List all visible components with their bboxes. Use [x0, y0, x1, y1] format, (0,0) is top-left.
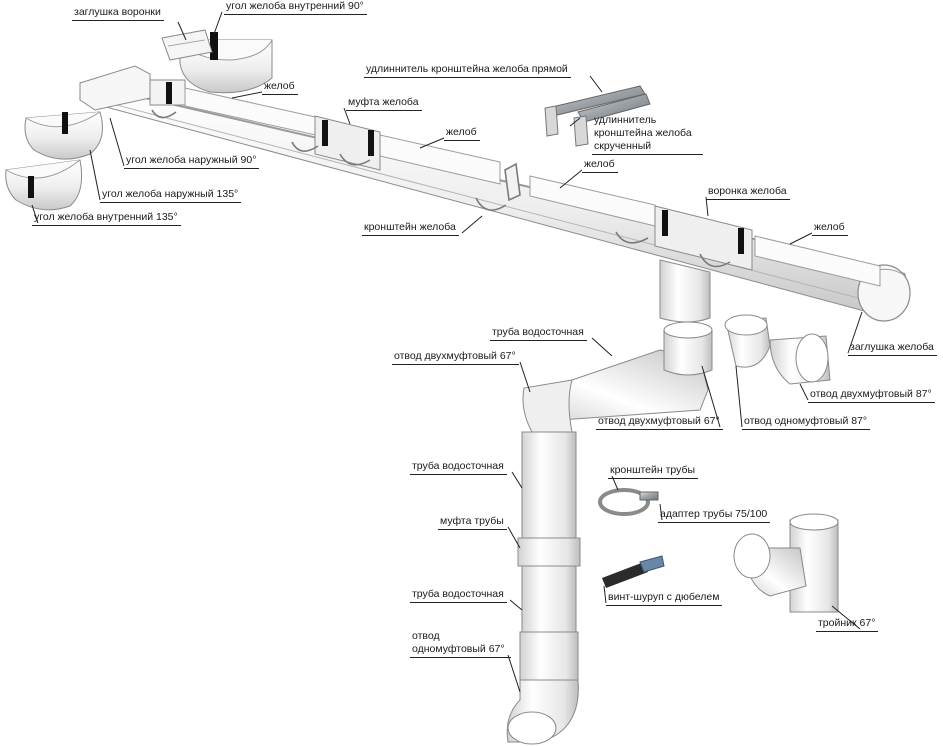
funnel-cap-shape — [161, 29, 213, 61]
bracket-extensions — [544, 85, 651, 147]
label-tee-67: тройник 67° — [816, 617, 879, 632]
gutter-brackets — [151, 109, 731, 268]
label-elbow-double-67-b: отвод двухмуфтовый 67° — [596, 415, 723, 430]
label-gutter-4: желоб — [812, 221, 848, 236]
label-pipe-bracket: кронштейн трубы — [608, 464, 699, 479]
label-pipe-adapter: адаптер трубы 75/100 — [658, 508, 771, 523]
label-inner-corner-90: угол желоба внутренний 90° — [224, 0, 367, 15]
label-gutter-funnel: воронка желоба — [706, 185, 790, 200]
label-elbow-single-87: отвод одномуфтовый 87° — [742, 415, 871, 430]
gutter-segments — [184, 87, 881, 287]
label-elbow-single-67: отвод одномуфтовый 67° — [410, 630, 511, 658]
label-inner-corner-135: угол желоба внутренний 135° — [32, 211, 181, 226]
label-downpipe-1: труба водосточная — [490, 326, 587, 341]
label-pipe-coupling: муфта трубы — [438, 515, 507, 530]
label-elbow-double-87: отвод двухмуфтовый 87° — [808, 388, 935, 403]
label-gutter-1: желоб — [262, 80, 298, 95]
label-gutter-3: желоб — [582, 158, 618, 173]
label-bracket-ext-straight: удлиннитель кронштейна желоба прямой — [364, 63, 571, 78]
label-gutter-2: желоб — [444, 126, 480, 141]
pipe-coupling-shape — [517, 537, 581, 567]
gutter-couplings — [314, 115, 753, 323]
label-elbow-double-67-a: отвод двухмуфтовый 67° — [392, 350, 519, 365]
tee-adapter-shape — [733, 513, 839, 613]
label-downpipe-3: труба водосточная — [410, 588, 507, 603]
loose-corners — [5, 111, 103, 211]
label-bracket-ext-twisted: удлиннитель кронштейна желоба скрученный — [592, 114, 703, 155]
label-gutter-bracket: кронштейн желоба — [362, 221, 459, 236]
screw-dowel-shape — [602, 555, 665, 588]
label-gutter-coupling: муфта желоба — [346, 96, 422, 111]
label-screw-dowel: винт-шуруп с дюбелем — [606, 591, 723, 606]
leader-lines — [31, 11, 863, 693]
label-outer-corner-90: угол желоба наружный 90° — [124, 154, 260, 169]
label-funnel-cap: заглушка воронки — [72, 6, 164, 21]
loose-elbows — [724, 314, 831, 385]
pipe-bracket-shape — [598, 488, 659, 516]
label-downpipe-2: труба водосточная — [410, 460, 507, 475]
downpipe-assembly — [506, 321, 713, 745]
label-outer-corner-135: угол желоба наружный 135° — [100, 188, 242, 203]
label-gutter-end-cap: заглушка желоба — [848, 341, 937, 356]
